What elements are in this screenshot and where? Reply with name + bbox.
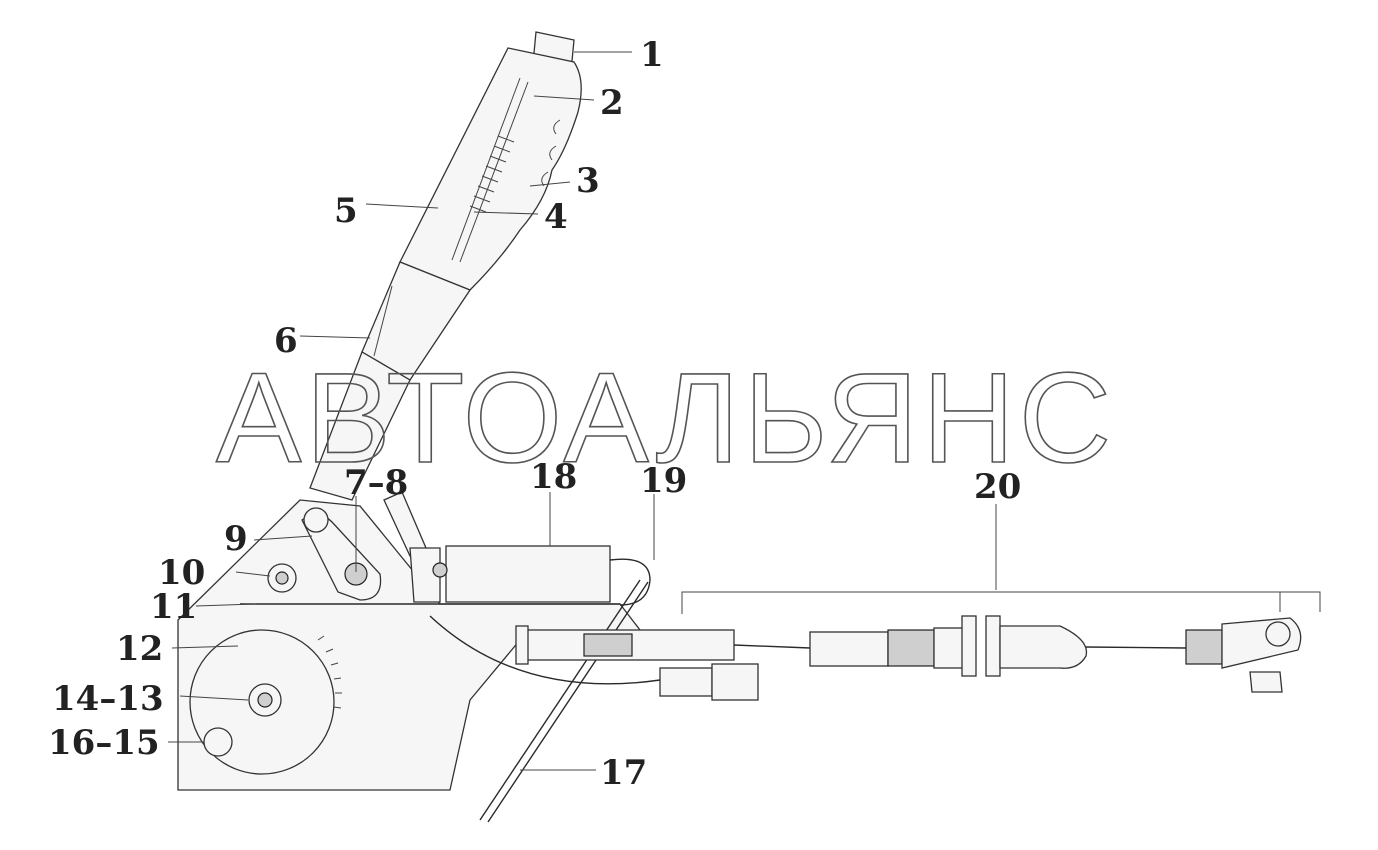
brake-cable-drawing — [515, 615, 1302, 693]
callout-6: 6 — [274, 321, 298, 361]
callout-10: 10 — [158, 553, 205, 593]
callout-12: 12 — [116, 629, 163, 669]
leader-lines — [168, 51, 1321, 771]
callout-19: 19 — [640, 461, 687, 501]
callout-9: 9 — [224, 519, 248, 559]
watermark-text: АВТОАЛЬЯНС — [216, 347, 1115, 490]
callout-7-8: 7–8 — [344, 463, 408, 503]
callout-16-15: 16–15 — [48, 723, 160, 763]
mounting-bracket-drawing — [177, 491, 759, 823]
callout-2: 2 — [600, 83, 624, 123]
callout-17: 17 — [600, 753, 647, 793]
callout-14-13: 14–13 — [52, 679, 164, 719]
callout-3: 3 — [576, 161, 600, 201]
callout-20: 20 — [974, 467, 1021, 507]
callout-4: 4 — [544, 197, 568, 237]
parking-brake-lever-drawing — [309, 31, 582, 501]
callout-18: 18 — [530, 457, 577, 497]
callout-1: 1 — [640, 35, 664, 75]
callout-5: 5 — [334, 191, 358, 231]
callout-11: 11 — [150, 587, 197, 627]
